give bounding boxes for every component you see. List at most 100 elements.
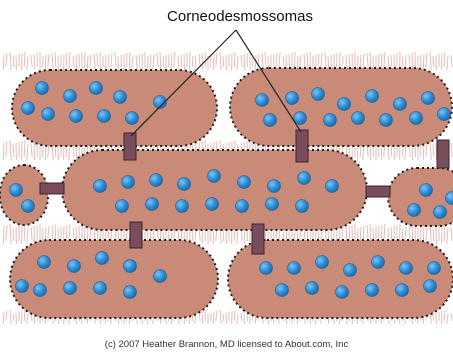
lipid-strand <box>223 56 224 67</box>
nucleus-dot <box>22 102 35 115</box>
corneocyte-cell <box>10 240 218 318</box>
lipid-strand <box>3 142 4 160</box>
lipid-strand <box>451 227 452 241</box>
nucleus-dot <box>16 280 29 293</box>
lipid-strand <box>34 54 35 70</box>
lipid-strand <box>237 314 238 324</box>
nucleus-dot <box>150 174 163 187</box>
lipid-strand <box>48 54 49 67</box>
nucleus-dot <box>264 114 277 127</box>
nucleus-dot <box>316 256 329 269</box>
lipid-strand <box>94 54 95 70</box>
corneocyte-cell <box>62 150 367 230</box>
lipid-strand <box>241 313 242 321</box>
corneodesmosome <box>40 183 64 194</box>
lipid-strand <box>213 312 214 324</box>
lipid-strand <box>52 53 53 70</box>
lipid-strand <box>178 56 179 70</box>
nucleus-dot <box>70 110 83 123</box>
lipid-strand <box>6 225 7 241</box>
nucleus-dot <box>276 284 289 297</box>
nucleus-dot <box>22 200 35 213</box>
lipid-strand <box>265 52 266 67</box>
lipid-strand <box>6 141 7 157</box>
lipid-strand <box>244 54 245 70</box>
nucleus-dot <box>126 112 139 125</box>
lipid-strand <box>55 52 56 67</box>
lipid-strand <box>433 314 434 321</box>
lipid-strand <box>3 226 4 244</box>
lipid-strand <box>118 56 119 70</box>
lipid-strand <box>430 52 431 70</box>
corneodesmosome <box>130 222 142 248</box>
lipid-strand <box>381 53 382 70</box>
nucleus-dot <box>124 286 137 299</box>
nucleus-dot <box>68 260 81 273</box>
nucleus-dot <box>438 108 451 121</box>
lipid-strand <box>451 55 452 67</box>
lipid-strand <box>129 52 130 70</box>
lipid-strand <box>286 55 287 70</box>
nucleus-dot <box>208 170 221 183</box>
lipid-strand <box>412 53 413 70</box>
lipid-strand <box>223 314 224 321</box>
corneodesmosome <box>437 140 449 168</box>
corneodesmosome <box>252 224 264 254</box>
nucleus-dot <box>366 284 379 297</box>
nucleus-dot <box>38 256 51 269</box>
nucleus-dot <box>238 176 251 189</box>
lipid-strand <box>157 53 158 67</box>
nucleus-dot <box>424 280 437 293</box>
lipid-strand <box>444 52 445 67</box>
nucleus-dot <box>434 206 447 219</box>
lipid-strand <box>27 314 28 324</box>
lipid-strand <box>447 314 448 324</box>
lipid-strand <box>24 224 25 241</box>
lipid-strand <box>318 54 319 67</box>
nucleus-dot <box>306 282 319 295</box>
lipid-strand <box>237 56 238 70</box>
lipid-strand <box>10 52 11 70</box>
lipid-strand <box>444 224 445 241</box>
nucleus-dot <box>206 198 219 211</box>
lipid-strand <box>426 53 427 67</box>
lipid-strand <box>6 311 7 321</box>
cell-row-bottom <box>10 240 453 318</box>
lipid-strand <box>255 55 256 70</box>
nucleus-dot <box>260 262 273 275</box>
nucleus-dot <box>64 90 77 103</box>
lipid-strand <box>363 54 364 70</box>
lipid-strand <box>234 310 235 321</box>
nucleus-dot <box>266 198 279 211</box>
lipid-strand <box>349 54 350 67</box>
lipid-strand <box>391 55 392 67</box>
nucleus-dot <box>146 198 159 211</box>
lipid-strand <box>384 52 385 67</box>
lipid-strand <box>300 55 301 67</box>
lipid-strand <box>444 310 445 321</box>
nucleus-dot <box>122 176 135 189</box>
lipid-strand <box>409 226 410 241</box>
corneodesmosome <box>124 133 136 160</box>
lipid-strand <box>55 224 56 241</box>
nucleus-dot <box>326 180 339 193</box>
lipid-strand <box>181 55 182 67</box>
lipid-strand <box>45 55 46 70</box>
nucleus-dot <box>380 114 393 127</box>
lipid-strand <box>66 53 67 67</box>
lipid-strand <box>360 227 361 241</box>
nucleus-dot <box>42 108 55 121</box>
lipid-strand <box>69 52 70 70</box>
lipid-strand <box>325 52 326 67</box>
lipid-strand <box>447 56 448 70</box>
nucleus-dot <box>94 282 107 295</box>
lipid-strand <box>451 143 452 157</box>
nucleus-dot <box>312 88 325 101</box>
lipid-strand <box>430 140 431 160</box>
lipid-strand <box>447 228 448 244</box>
lipid-strand <box>27 56 28 70</box>
lipid-strand <box>426 225 427 241</box>
nucleus-dot <box>422 92 435 105</box>
nucleus-dot <box>90 82 103 95</box>
